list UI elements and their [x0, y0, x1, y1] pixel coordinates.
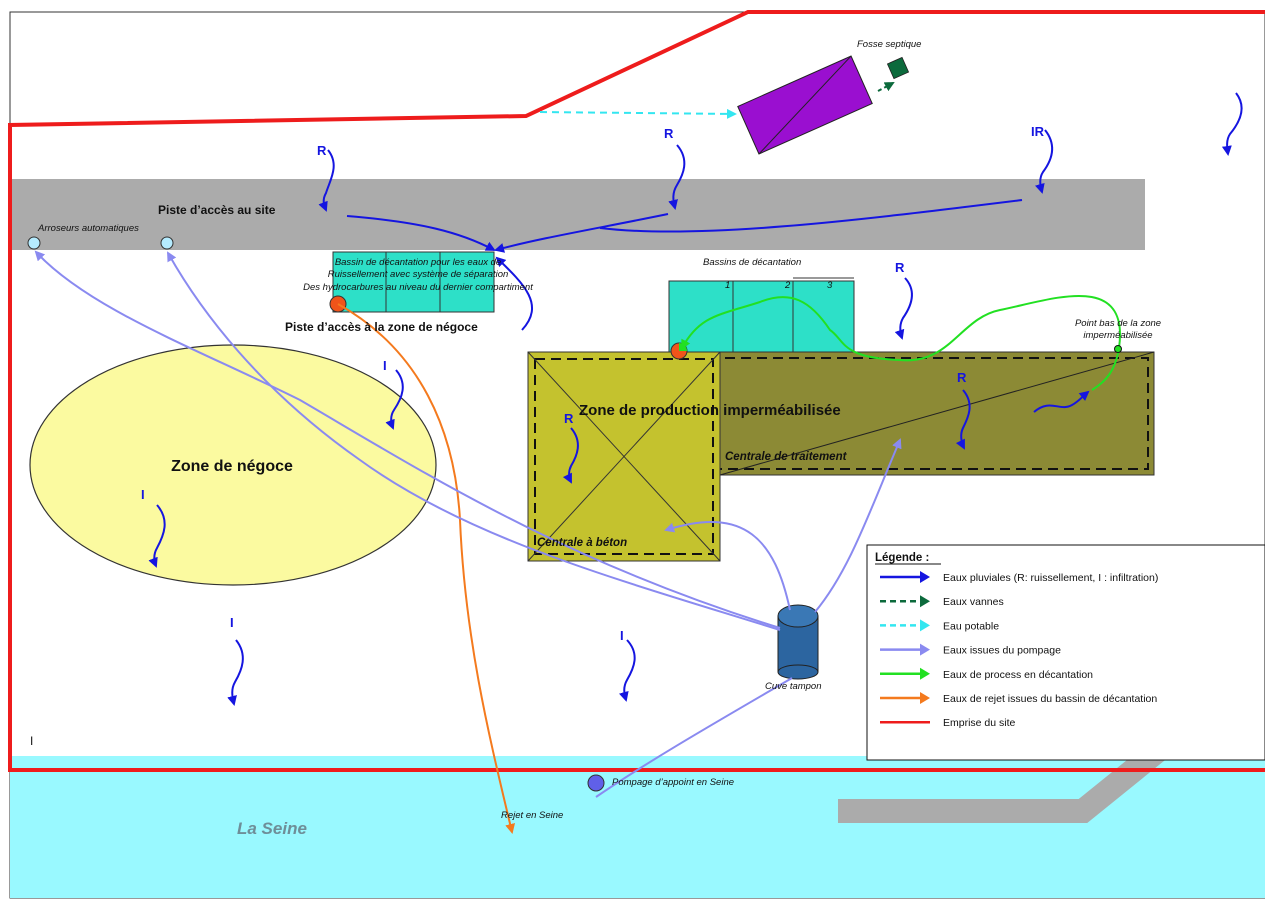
- label-zone-production: Zone de production imperméabilisée: [579, 402, 841, 419]
- centrale-beton-dashed: [534, 358, 714, 555]
- arroseur-2: [160, 236, 174, 250]
- label-centrale-beton: Centrale à béton: [537, 537, 627, 549]
- label-centrale-traitement: Centrale de traitement: [725, 451, 848, 463]
- label-rejet: Rejet en Seine: [501, 810, 563, 821]
- fosse-outlet: [886, 56, 910, 80]
- flow-letter-r6: R: [564, 411, 574, 426]
- eaux-vannes-arrow: [877, 82, 895, 92]
- legend-arrowhead: [920, 619, 930, 632]
- legend-label: Eaux de process en décantation: [943, 669, 1093, 681]
- label-seine: La Seine: [237, 819, 307, 838]
- runoff-negoce-road: [495, 256, 533, 331]
- legend-label: Eaux de rejet issues du bassin de décant…: [943, 693, 1157, 705]
- label-piste-negoce: Piste d’accès à la zone de négoce: [285, 320, 478, 334]
- legend-label: Eaux pluviales (R: ruissellement, I : in…: [943, 572, 1158, 584]
- squiggle-r3: [1034, 129, 1054, 194]
- point-bas: [1114, 345, 1122, 353]
- label-point-bas-2: imperméabilisée: [1083, 330, 1152, 341]
- eau-potable-arrow: [539, 108, 737, 119]
- legend-arrowhead: [920, 595, 930, 608]
- bassin-ruissellement: [332, 251, 495, 313]
- label-bassin-l3: Des hydrocarbures au niveau du dernier c…: [303, 282, 533, 293]
- site-boundary: [8, 10, 1265, 772]
- legend-label: Eaux vannes: [943, 596, 1004, 608]
- squiggle-r4: [894, 277, 913, 340]
- fosse-septique: [737, 55, 873, 155]
- label-arroseurs: Arroseurs automatiques: [37, 223, 139, 234]
- label-bassin-1: 1: [725, 280, 730, 291]
- squiggle-i3: [227, 639, 244, 706]
- legend-label: Eaux issues du pompage: [943, 645, 1061, 657]
- label-bassin-2: 2: [784, 280, 791, 291]
- squiggle-r1: [318, 149, 335, 212]
- label-zone-negoce: Zone de négoce: [171, 458, 293, 475]
- cuve-to-arroseur-1: [34, 250, 781, 629]
- legend-arrowhead: [920, 643, 930, 656]
- label-fosse: Fosse septique: [857, 39, 921, 50]
- legend-arrowhead: [920, 667, 930, 680]
- flow-letter-r3: IR: [1031, 124, 1045, 139]
- squiggle-nw: [1221, 92, 1243, 156]
- label-point-bas-1: Point bas de la zone: [1075, 318, 1161, 329]
- runoff-road-mid: [494, 213, 669, 253]
- process-flow-line-2: [1091, 347, 1120, 391]
- runoff-road-left: [346, 215, 496, 251]
- squiggle-r2: [668, 144, 686, 210]
- flow-letter-i4: I: [620, 628, 624, 643]
- bassins-decantation: [668, 280, 855, 353]
- cuve-to-arroseur-2: [167, 251, 781, 631]
- legend-label: Emprise du site: [943, 717, 1016, 729]
- process-flow-line: [681, 294, 1122, 362]
- squiggle-r6: [562, 427, 579, 484]
- legend-title: Légende :: [875, 552, 929, 564]
- cuve-tampon: [777, 604, 819, 680]
- label-bassins-dec: Bassins de décantation: [703, 257, 801, 268]
- legend-arrowhead: [920, 692, 930, 704]
- cuve-to-beton: [664, 521, 791, 611]
- squiggle-r5: [955, 389, 971, 450]
- squiggle-i4: [618, 639, 636, 702]
- label-bassin-l1: Bassin de décantation pour les eaux de: [335, 257, 501, 268]
- flow-letter-r2: R: [664, 126, 674, 141]
- pompage-node: [587, 774, 605, 792]
- pump-to-cuve: [595, 677, 793, 798]
- squiggle-i2: [148, 504, 166, 568]
- runoff-production: [1033, 390, 1090, 413]
- squiggle-i1: [385, 369, 404, 430]
- seine-water: [10, 756, 1265, 898]
- flow-letter-i2: I: [141, 487, 145, 502]
- legend-arrowhead: [920, 571, 930, 583]
- flow-letter-i1: I: [383, 358, 387, 373]
- label-stray-i: I: [30, 734, 33, 748]
- centrale-beton-diag2: [527, 351, 721, 562]
- label-pompage: Pompage d’appoint en Seine: [612, 777, 734, 788]
- legend: Légende : Eaux pluviales (R: ruisselleme…: [866, 544, 1265, 761]
- piste-acces-site: [12, 179, 1145, 250]
- rejet-arrow: [337, 303, 516, 834]
- label-bassin-3: 3: [827, 280, 833, 291]
- cuve-to-traitement: [814, 438, 902, 613]
- arroseur-1: [27, 236, 41, 250]
- label-cuve: Cuve tampon: [765, 681, 822, 692]
- legend-box: [866, 544, 1265, 761]
- flow-letter-r4: R: [895, 260, 905, 275]
- zone-production-diagonal: [719, 351, 1155, 476]
- flow-letter-r5: R: [957, 370, 967, 385]
- label-bassin-l2: Ruissellement avec système de séparation: [328, 269, 509, 280]
- legend-label: Eau potable: [943, 620, 999, 632]
- runoff-road-right: [599, 199, 1023, 233]
- flow-letter-r1: R: [317, 143, 327, 158]
- label-piste-site: Piste d’accès au site: [158, 203, 276, 217]
- flow-letter-i3: I: [230, 615, 234, 630]
